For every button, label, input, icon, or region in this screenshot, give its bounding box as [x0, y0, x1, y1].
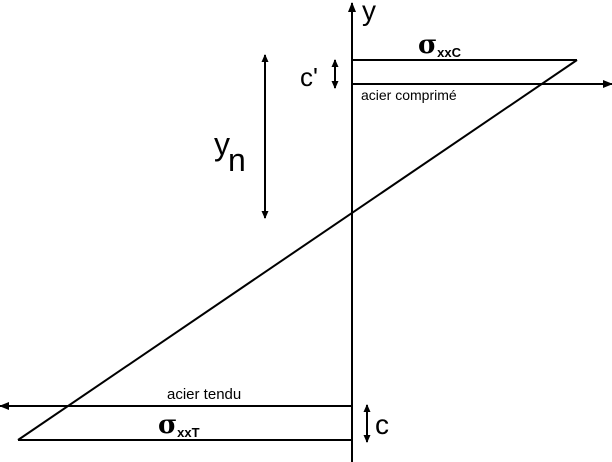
- acier-tendu-label: acier tendu: [167, 386, 241, 403]
- yn-label: yn: [214, 126, 246, 178]
- c-label: c: [375, 409, 389, 440]
- y-axis-label: y: [362, 0, 376, 26]
- sigma-xxt-label: σxxT: [158, 410, 200, 440]
- stress-diagonal: [17, 59, 578, 441]
- acier-comprime-label: acier comprimé: [361, 87, 457, 103]
- c-prime-label: c': [300, 62, 318, 92]
- sigma-xxc-label: σxxC: [418, 30, 462, 60]
